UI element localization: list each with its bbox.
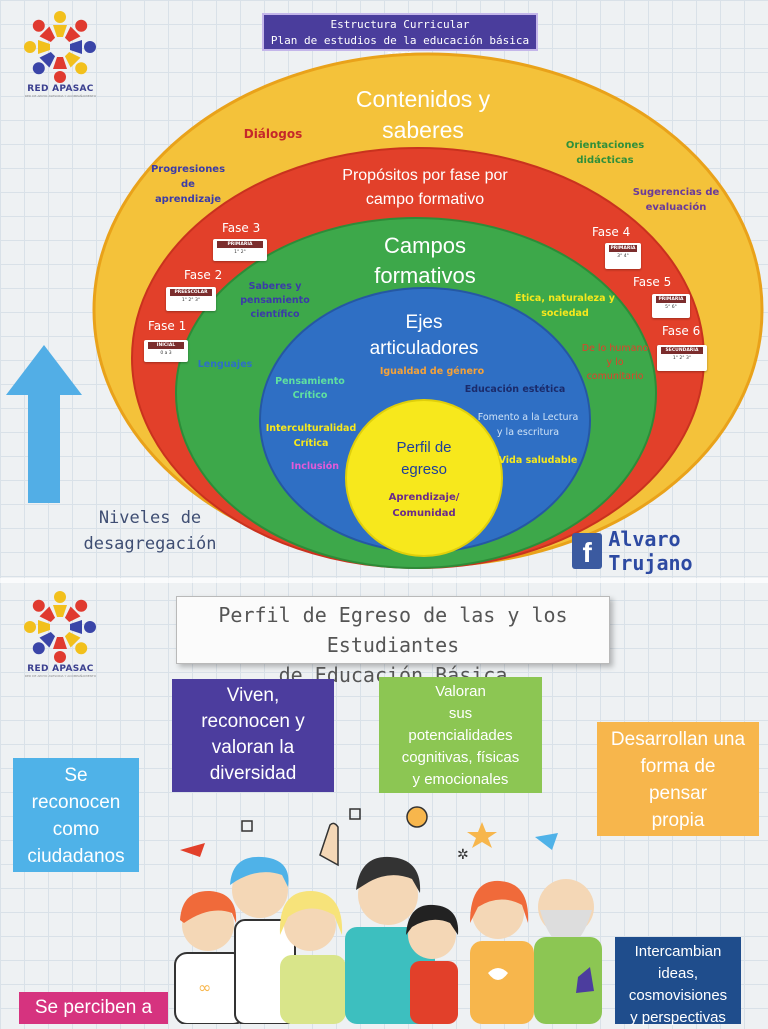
red-apasac-logo: RED APASAC RED DE APOYO ASESORIA Y ACOMP… — [13, 8, 108, 98]
flag-icon — [535, 833, 558, 850]
fase-1-label: Fase 1 — [148, 319, 187, 333]
fase-2-label: Fase 2 — [184, 268, 223, 282]
header-title-box: Estructura Curricular Plan de estudios d… — [262, 13, 538, 63]
card-perciben: Se perciben a — [19, 992, 168, 1024]
thumbs-up-icon — [576, 967, 594, 993]
decorative-icons: ✲ — [180, 806, 558, 863]
nested-rings — [6, 52, 764, 569]
sparkle-icon: ✲ — [457, 847, 469, 863]
person-dark-hair — [319, 822, 435, 1024]
label-igualdad: Igualdad de género — [379, 366, 485, 377]
label-inclusion: Inclusión — [290, 461, 340, 472]
logo-subtitle: RED DE APOYO ASESORIA Y ACOMPAÑAMIENTO — [24, 674, 97, 678]
person-braids — [406, 904, 459, 1024]
label-vida: Vida saludable — [498, 455, 578, 466]
heart-bubble-icon — [406, 806, 428, 828]
label-aprendizaje: Aprendizaje/Comunidad — [388, 492, 460, 519]
label-estetica: Educación estética — [464, 384, 566, 395]
facebook-icon: f — [572, 533, 603, 569]
fase-6-label: Fase 6 — [662, 324, 701, 338]
red-apasac-logo-2: RED APASAC RED DE APOYO ASESORIA Y ACOMP… — [13, 588, 108, 678]
person-blonde — [279, 890, 346, 1024]
logo-people-ring-icon — [24, 11, 96, 83]
up-arrow-icon — [6, 345, 82, 503]
perfil-title-box: Perfil de Egreso de las y los Estudiante… — [176, 596, 610, 687]
logo-name: RED APASAC — [27, 84, 94, 94]
logo-name: RED APASAC — [27, 664, 94, 674]
person-orange-hair: ∞ — [174, 890, 246, 1024]
svg-text:∞: ∞ — [198, 978, 211, 997]
fase-5-label: Fase 5 — [633, 275, 672, 289]
section-divider — [0, 578, 768, 583]
fase-4-label: Fase 4 — [592, 225, 631, 239]
fase-3-label: Fase 3 — [222, 221, 261, 235]
facebook-name: Alvaro Trujano — [608, 527, 693, 575]
label-dialogos: Diálogos — [243, 127, 303, 141]
header-line-1: Estructura Curricular — [330, 18, 470, 31]
square-icon — [241, 820, 253, 832]
label-lenguajes: Lenguajes — [197, 359, 253, 370]
facebook-credit[interactable]: f Alvaro Trujano — [572, 527, 768, 575]
ring-perfil — [345, 399, 503, 557]
person-red-hair — [470, 880, 534, 1024]
person-old-man — [534, 879, 602, 1024]
flag-icon — [180, 843, 205, 857]
square-icon — [349, 808, 361, 820]
people-illustration: ✲ ∞ — [174, 806, 602, 1024]
logo-people-ring-icon — [24, 591, 96, 663]
perfil-title-line-1: Perfil de Egreso de las y los Estudiante… — [218, 603, 568, 657]
logo-subtitle: RED DE APOYO ASESORIA Y ACOMPAÑAMIENTO — [24, 94, 97, 98]
star-icon — [467, 822, 497, 848]
